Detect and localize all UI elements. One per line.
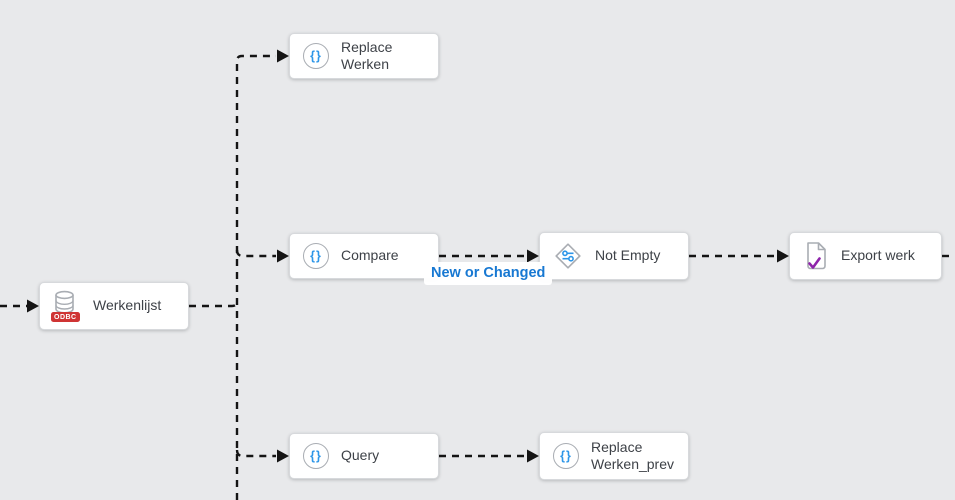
node-label: Not Empty: [595, 247, 661, 264]
node-werkenlijst[interactable]: ODBC Werkenlijst: [39, 282, 189, 330]
connector-branch-compare[interactable]: [235, 249, 276, 258]
arrowhead-replace-werken-prev: [527, 449, 539, 463]
connector-trunk[interactable]: [235, 54, 276, 500]
node-export-werk[interactable]: Export werk: [789, 232, 942, 280]
node-label: Replace Werken: [341, 38, 393, 73]
document-check-icon: [807, 242, 826, 270]
braces-glyph: {}: [310, 448, 322, 463]
odbc-badge: ODBC: [51, 312, 80, 322]
braces-glyph: {}: [310, 248, 322, 263]
connector-werkenlijst-trunk[interactable]: [189, 300, 239, 308]
arrowhead-not-empty: [527, 249, 539, 263]
braces-icon: {}: [303, 43, 329, 69]
filter-diamond-icon: [555, 243, 581, 269]
node-label: Compare: [341, 247, 399, 264]
node-not-empty[interactable]: Not Empty: [539, 232, 689, 280]
braces-glyph: {}: [310, 48, 322, 63]
arrowhead-compare: [277, 249, 289, 263]
braces-glyph: {}: [560, 448, 572, 463]
node-label: Export werk: [841, 247, 915, 264]
arrowhead-replace-werken: [277, 49, 289, 63]
node-label: Query: [341, 447, 380, 464]
node-label: Werkenlijst: [93, 297, 162, 314]
braces-icon: {}: [303, 443, 329, 469]
connector-branch-query[interactable]: [235, 449, 276, 458]
node-replace-werken-prev[interactable]: {} Replace Werken_prev: [539, 432, 689, 480]
edge-label-new-or-changed[interactable]: New or Changed: [424, 262, 553, 285]
arrowhead-werkenlijst: [27, 299, 39, 313]
arrowhead-export-werk: [777, 249, 789, 263]
node-replace-werken[interactable]: {} Replace Werken: [289, 33, 439, 79]
braces-icon: {}: [553, 443, 579, 469]
node-query[interactable]: {} Query: [289, 433, 439, 479]
node-compare[interactable]: {} Compare: [289, 233, 439, 279]
arrowhead-query: [277, 449, 289, 463]
braces-icon: {}: [303, 243, 329, 269]
odbc-database-icon: ODBC: [51, 290, 81, 322]
node-label: Replace Werken_prev: [591, 438, 675, 473]
